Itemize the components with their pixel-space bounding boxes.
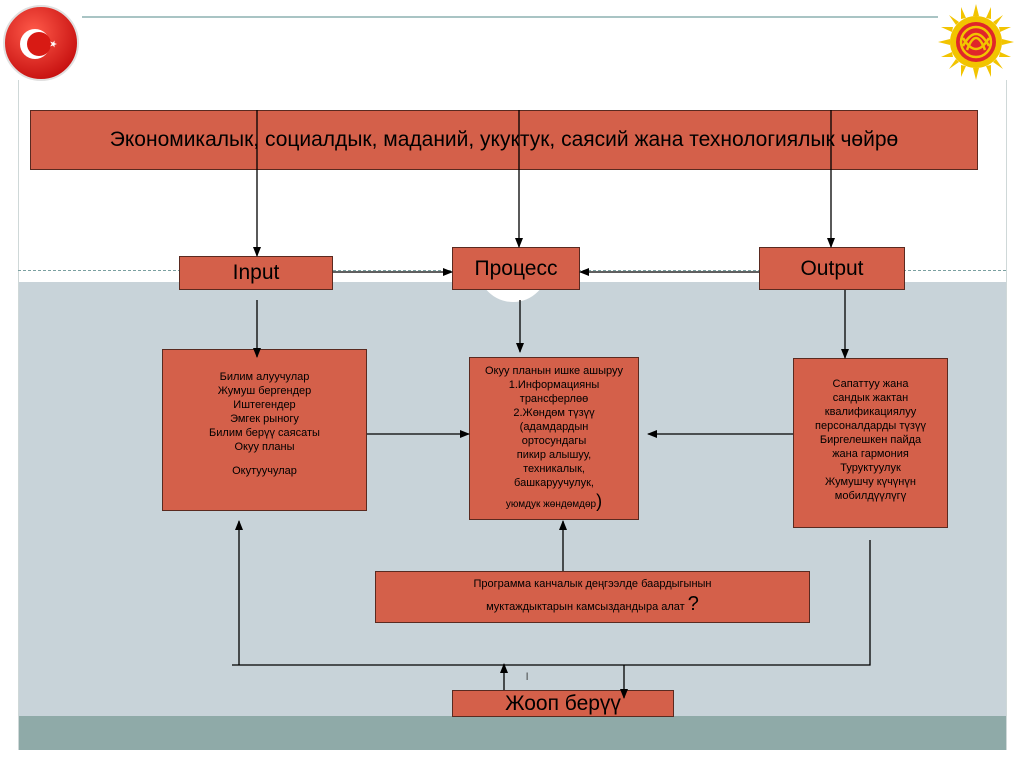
process-detail-line: трансферлөө xyxy=(519,393,589,405)
input-detail-line: Эмгек рыногу xyxy=(230,413,299,425)
input-detail-line: Иштегендер xyxy=(233,399,296,411)
turkey-flag-logo xyxy=(2,4,80,82)
process-detail-line: башкаруучулук, xyxy=(514,477,594,489)
input-detail-extra: Окутуучулар xyxy=(232,465,297,477)
process-detail-line: (адамдардын xyxy=(519,421,589,433)
input-label: Input xyxy=(232,261,280,284)
output-detail-line: Сапаттуу жана xyxy=(832,378,909,390)
environment-text: Экономикалык, социалдык, маданий, укукту… xyxy=(109,128,899,151)
process-label-box: Процесс xyxy=(452,247,580,290)
output-detail-line: Биргелешкен пайда xyxy=(819,434,922,446)
question-line-1: Программа канчалык деңгээлде баардыгынын xyxy=(473,578,712,590)
process-close-paren: ) xyxy=(596,491,603,511)
right-frame-line xyxy=(1006,80,1007,750)
feedback-loop-line xyxy=(232,540,871,666)
turkey-flag-icon xyxy=(3,5,79,81)
output-detail-line: персоналдарды түзүү xyxy=(815,420,926,432)
process-detail-line: 1.Информацияны xyxy=(508,379,600,391)
output-detail-line: сандык жактан xyxy=(832,392,909,404)
header-divider-line xyxy=(82,16,938,18)
stray-mark: l xyxy=(526,672,529,683)
feedback-label: Жооп берүү xyxy=(505,691,621,715)
input-detail-line: Билим берүү саясаты xyxy=(209,427,320,439)
left-frame-line xyxy=(18,80,19,750)
process-detail-last: уюмдук жөндөмдөр) xyxy=(470,491,638,512)
process-detail-line: техникалык, xyxy=(523,463,585,475)
footer-band xyxy=(18,716,1006,750)
question-box: Программа канчалык деңгээлде баардыгынын… xyxy=(375,571,810,623)
output-detail-line: квалификациялуу xyxy=(824,406,917,418)
output-detail-line: Жумушчу күчүнүн xyxy=(825,476,916,488)
process-label: Процесс xyxy=(474,256,558,280)
input-detail-box: Билим алуучулар Жумуш бергендер Иштегенд… xyxy=(162,349,367,511)
output-detail-box: Сапаттуу жана сандык жактан квалификация… xyxy=(793,358,948,528)
feedback-box: Жооп берүү xyxy=(452,690,674,717)
input-detail-line: Билим алуучулар xyxy=(219,371,310,383)
environment-box: Экономикалык, социалдык, маданий, укукту… xyxy=(30,110,978,170)
output-detail-line: Туруктуулук xyxy=(840,462,901,474)
question-line-2: муктаждыктарын камсыздандыра алат ? xyxy=(376,594,809,614)
process-detail-line: пикир алышуу, xyxy=(516,449,592,461)
kyrgyz-flag-logo xyxy=(936,2,1016,82)
process-detail-line: ортосундагы xyxy=(521,435,587,447)
question-line-2-text: муктаждыктарын камсыздандыра алат xyxy=(486,601,685,613)
input-detail-line: Жумуш бергендер xyxy=(217,385,312,397)
process-detail-last-text: уюмдук жөндөмдөр xyxy=(505,499,597,510)
output-detail-line: мобилдүүлүгү xyxy=(834,490,907,502)
input-detail-line: Окуу планы xyxy=(234,441,295,453)
kyrgyz-sun-icon xyxy=(938,4,1014,80)
process-detail-line: 2.Жөндөм түзүү xyxy=(513,407,595,419)
output-detail-line: жана гармония xyxy=(832,448,909,460)
process-detail-box: Окуу планын ишке ашыруу 1.Информацияны т… xyxy=(469,357,639,520)
question-mark: ? xyxy=(687,593,699,615)
process-detail-line: Окуу планын ишке ашыруу xyxy=(484,365,624,377)
output-label: Output xyxy=(800,256,864,280)
